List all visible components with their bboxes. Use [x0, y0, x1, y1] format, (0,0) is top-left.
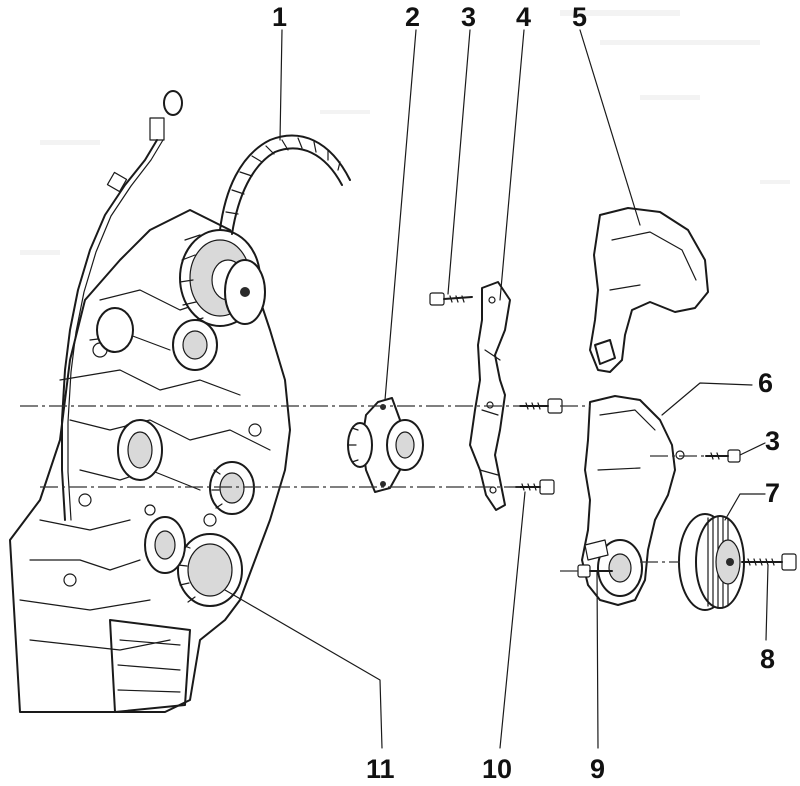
callout-8: 8 — [760, 644, 775, 674]
bolt-3-upper — [429, 292, 473, 306]
bolt-8 — [741, 553, 797, 571]
callout-4: 4 — [516, 2, 531, 32]
leader-lines — [224, 29, 769, 749]
crankshaft-sprocket — [144, 516, 243, 607]
crankshaft-pulley — [678, 513, 745, 611]
upper-timing-cover — [589, 207, 709, 373]
callout-11: 11 — [366, 754, 395, 784]
bolt-10 — [515, 479, 555, 495]
alignment-lines — [20, 405, 706, 572]
idler-pulley — [209, 461, 255, 515]
belt-tensioner — [172, 319, 218, 371]
callout-10: 10 — [482, 754, 512, 784]
water-pump — [347, 397, 424, 493]
callout-3-right: 3 — [765, 426, 780, 456]
dipstick — [61, 90, 183, 521]
callout-3-upper: 3 — [461, 2, 476, 32]
bolt-middle — [519, 398, 563, 414]
callout-7: 7 — [765, 478, 780, 508]
callout-2: 2 — [405, 2, 420, 32]
bolt-3-right — [705, 449, 741, 463]
callout-labels: 1 2 3 4 5 6 3 7 8 9 10 11 — [272, 2, 780, 784]
callout-6: 6 — [758, 368, 773, 398]
callout-1: 1 — [272, 2, 287, 32]
background-texture — [20, 10, 790, 255]
camshaft-sprocket — [179, 229, 266, 327]
callout-9: 9 — [590, 754, 605, 784]
timing-belt — [219, 134, 351, 235]
inner-belt-guard — [469, 281, 511, 511]
lower-timing-cover — [581, 395, 685, 606]
callout-5: 5 — [572, 2, 587, 32]
